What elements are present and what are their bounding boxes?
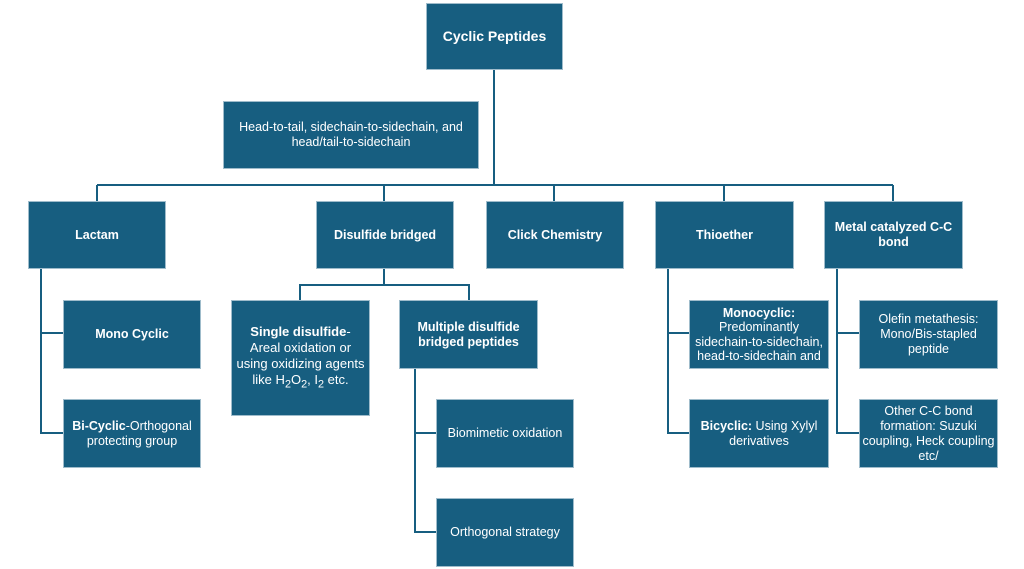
disulfide-label: Disulfide bridged bbox=[333, 227, 437, 242]
linkage-node: Head-to-tail, sidechain-to-sidechain, an… bbox=[223, 101, 479, 169]
root-node: Cyclic Peptides bbox=[426, 3, 563, 70]
mono-cyclic-label: Mono Cyclic bbox=[95, 327, 169, 341]
click-chemistry-node: Click Chemistry bbox=[486, 201, 624, 269]
single-disulfide-node: Single disulfide- Areal oxidation or usi… bbox=[231, 300, 370, 416]
olefin-label: Olefin metathesis: Mono/Bis-stapled pept… bbox=[878, 312, 979, 356]
bi-cyclic-node: Bi-Cyclic-Orthogonal protecting group bbox=[63, 399, 201, 468]
bi-cyclic-rest: -Orthogonal protecting group bbox=[86, 418, 192, 448]
multiple-disulfide-node: Multiple disulfide bridged peptides bbox=[399, 300, 538, 369]
lactam-node: Lactam bbox=[28, 201, 166, 269]
bicyclic-rest: Using Xylyl derivatives bbox=[729, 418, 818, 448]
root-label: Cyclic Peptides bbox=[442, 28, 547, 44]
formula-i: , I bbox=[307, 371, 318, 387]
olefin-metathesis-node: Olefin metathesis: Mono/Bis-stapled pept… bbox=[859, 300, 998, 369]
connector bbox=[836, 268, 859, 434]
linkage-label: Head-to-tail, sidechain-to-sidechain, an… bbox=[239, 120, 463, 149]
monocyclic-rest: Predominantly sidechain-to-sidechain, he… bbox=[695, 320, 823, 363]
biomimetic-node: Biomimetic oxidation bbox=[436, 399, 574, 468]
lactam-label: Lactam bbox=[75, 227, 119, 242]
thioether-bicyclic-node: Bicyclic: Using Xylyl derivatives bbox=[689, 399, 829, 468]
thioether-node: Thioether bbox=[655, 201, 794, 269]
bi-cyclic-text: Bi-Cyclic-Orthogonal protecting group bbox=[67, 419, 197, 449]
other-cc-label: Other C-C bond formation: Suzuki couplin… bbox=[862, 403, 995, 463]
connector bbox=[299, 284, 470, 300]
formula-sub: 2 bbox=[317, 378, 324, 391]
monocyclic-bold: Monocyclic: bbox=[722, 305, 796, 320]
other-cc-bond-node: Other C-C bond formation: Suzuki couplin… bbox=[859, 399, 998, 468]
multiple-disulfide-label: Multiple disulfide bridged peptides bbox=[417, 319, 520, 349]
single-disulfide-bold: Single disulfide bbox=[250, 323, 347, 339]
orthogonal-strategy-node: Orthogonal strategy bbox=[436, 498, 574, 567]
connector bbox=[414, 368, 436, 533]
orthogonal-label: Orthogonal strategy bbox=[450, 525, 560, 539]
metal-catalyzed-node: Metal catalyzed C-C bond bbox=[824, 201, 963, 269]
single-disulfide-text: Single disulfide- Areal oxidation or usi… bbox=[235, 324, 366, 393]
bicyclic-bold: Bicyclic: bbox=[700, 418, 753, 433]
formula-etc: etc. bbox=[324, 371, 349, 387]
click-label: Click Chemistry bbox=[507, 227, 603, 242]
bi-cyclic-bold: Bi-Cyclic bbox=[72, 418, 126, 433]
monocyclic-text: Monocyclic:Predominantly sidechain-to-si… bbox=[691, 306, 827, 364]
metal-label: Metal catalyzed C-C bond bbox=[834, 220, 953, 249]
formula-h: H bbox=[275, 371, 285, 387]
formula-sub: 2 bbox=[301, 378, 308, 391]
mono-cyclic-node: Mono Cyclic bbox=[63, 300, 201, 369]
biomimetic-label: Biomimetic oxidation bbox=[447, 426, 563, 440]
single-disulfide-rest: - Areal oxidation or using oxidizing age… bbox=[236, 323, 365, 387]
thioether-label: Thioether bbox=[696, 227, 753, 242]
bicyclic-text: Bicyclic: Using Xylyl derivatives bbox=[693, 419, 825, 449]
connector bbox=[40, 268, 63, 434]
disulfide-node: Disulfide bridged bbox=[316, 201, 454, 269]
formula-sub: 2 bbox=[284, 378, 291, 391]
thioether-monocyclic-node: Monocyclic:Predominantly sidechain-to-si… bbox=[689, 300, 829, 369]
formula-o: O bbox=[290, 371, 302, 387]
connector bbox=[667, 268, 689, 434]
